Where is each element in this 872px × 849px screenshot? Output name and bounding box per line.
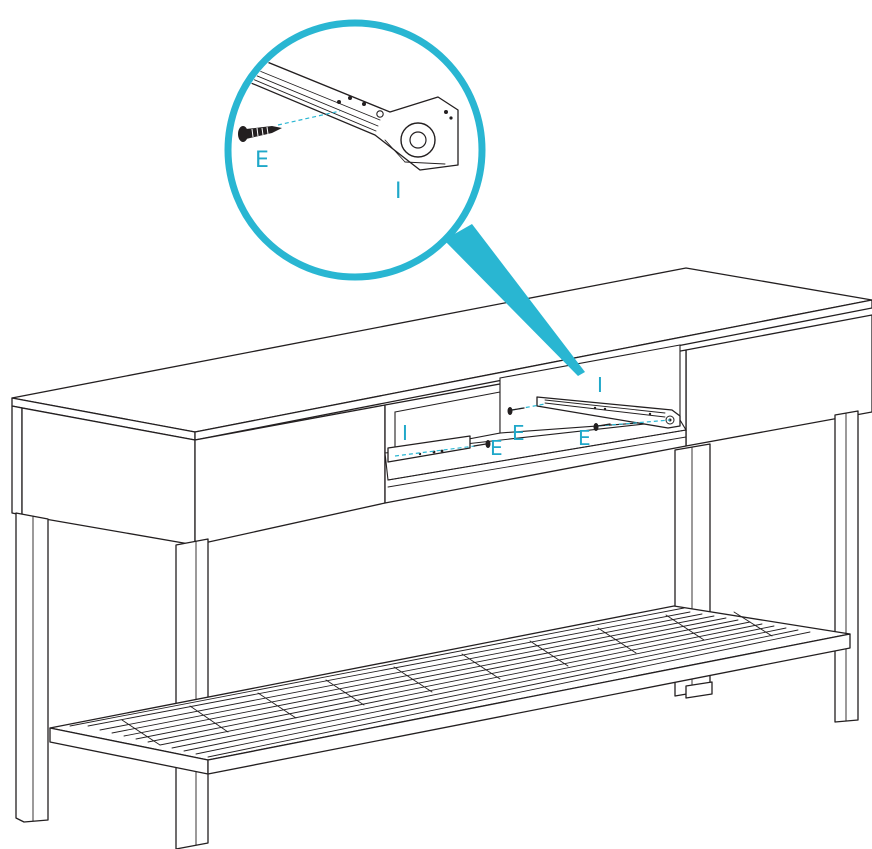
callout-magnifier bbox=[224, 19, 486, 281]
callout-slide-label: I bbox=[395, 179, 402, 204]
shelf-slats bbox=[69, 607, 811, 758]
left-screw bbox=[473, 440, 491, 448]
apron bbox=[11, 314, 872, 546]
left-screw-label: E bbox=[490, 436, 503, 460]
bottom-shelf bbox=[49, 605, 851, 775]
callout-pointer bbox=[444, 224, 585, 376]
left-slide-label: I bbox=[402, 421, 408, 445]
right-screw-label-1: E bbox=[512, 421, 525, 445]
left-drawer-slide bbox=[387, 435, 476, 463]
callout-screw-label: E bbox=[255, 148, 269, 173]
callout-screw bbox=[238, 126, 282, 142]
shelf-slat-separators bbox=[121, 611, 773, 746]
right-screw-label-2: E bbox=[578, 426, 591, 450]
right-screws bbox=[507, 407, 611, 431]
right-drawer-slide bbox=[511, 396, 681, 429]
right-slide-label: I bbox=[597, 373, 603, 397]
table-top bbox=[11, 267, 872, 441]
